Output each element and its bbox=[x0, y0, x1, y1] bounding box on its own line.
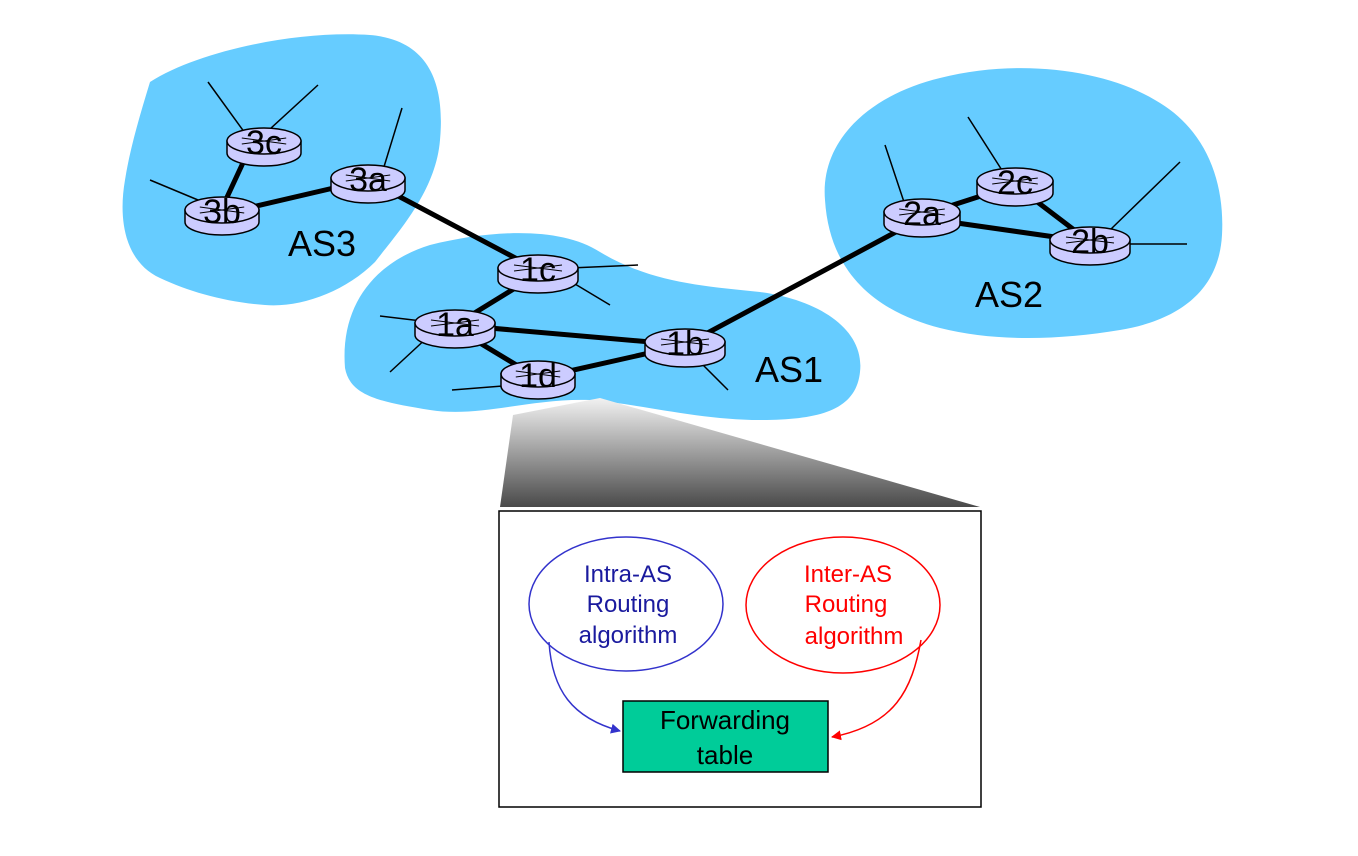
intra-as-algorithm-ellipse bbox=[528, 536, 724, 672]
forwarding-table-box bbox=[622, 700, 829, 773]
inter-as-line2: Routing bbox=[805, 591, 888, 618]
router-1d: 1d bbox=[500, 357, 576, 400]
router-3b-label: 3b bbox=[203, 193, 241, 231]
router-1c-label: 1c bbox=[520, 251, 556, 289]
router-2b-label: 2b bbox=[1071, 223, 1109, 261]
router-1b: 1b bbox=[644, 325, 726, 368]
intra-as-line2: Routing bbox=[587, 591, 670, 618]
inter-as-line3: algorithm bbox=[805, 623, 904, 650]
intra-as-line1: Intra-AS bbox=[584, 561, 672, 588]
as3-cloud bbox=[122, 34, 441, 306]
router-1d-label: 1d bbox=[519, 357, 557, 395]
inter-as-line1: Inter-AS bbox=[804, 561, 892, 588]
inter-as-algorithm-ellipse bbox=[745, 536, 941, 674]
as1-cloud bbox=[344, 233, 861, 420]
as2-label: AS2 bbox=[975, 274, 1043, 315]
intra-to-forwarding-arrow bbox=[548, 641, 621, 734]
router-2a-label: 2a bbox=[903, 195, 941, 233]
router-1a: 1a bbox=[414, 306, 496, 349]
zoom-projection bbox=[500, 398, 980, 507]
router-3c: 3c bbox=[226, 124, 302, 167]
router-2a: 2a bbox=[883, 195, 961, 238]
forwarding-table-line2: table bbox=[697, 740, 753, 770]
router-3b: 3b bbox=[184, 193, 260, 236]
router-2c: 2c bbox=[976, 164, 1054, 207]
router-2c-label: 2c bbox=[997, 164, 1033, 202]
forwarding-table-line1: Forwarding bbox=[660, 705, 790, 735]
router-1a-label: 1a bbox=[436, 306, 474, 344]
router-1b-label: 1b bbox=[666, 325, 704, 363]
intra-as-line3: algorithm bbox=[579, 622, 678, 649]
as3-label: AS3 bbox=[288, 223, 356, 264]
router-2b: 2b bbox=[1049, 223, 1131, 266]
inter-to-forwarding-arrow bbox=[831, 639, 922, 741]
router-3a: 3a bbox=[330, 161, 406, 204]
router-1c: 1c bbox=[497, 251, 579, 294]
router-3a-label: 3a bbox=[349, 161, 387, 199]
as1-label: AS1 bbox=[755, 349, 823, 390]
router-3c-label: 3c bbox=[246, 124, 282, 162]
